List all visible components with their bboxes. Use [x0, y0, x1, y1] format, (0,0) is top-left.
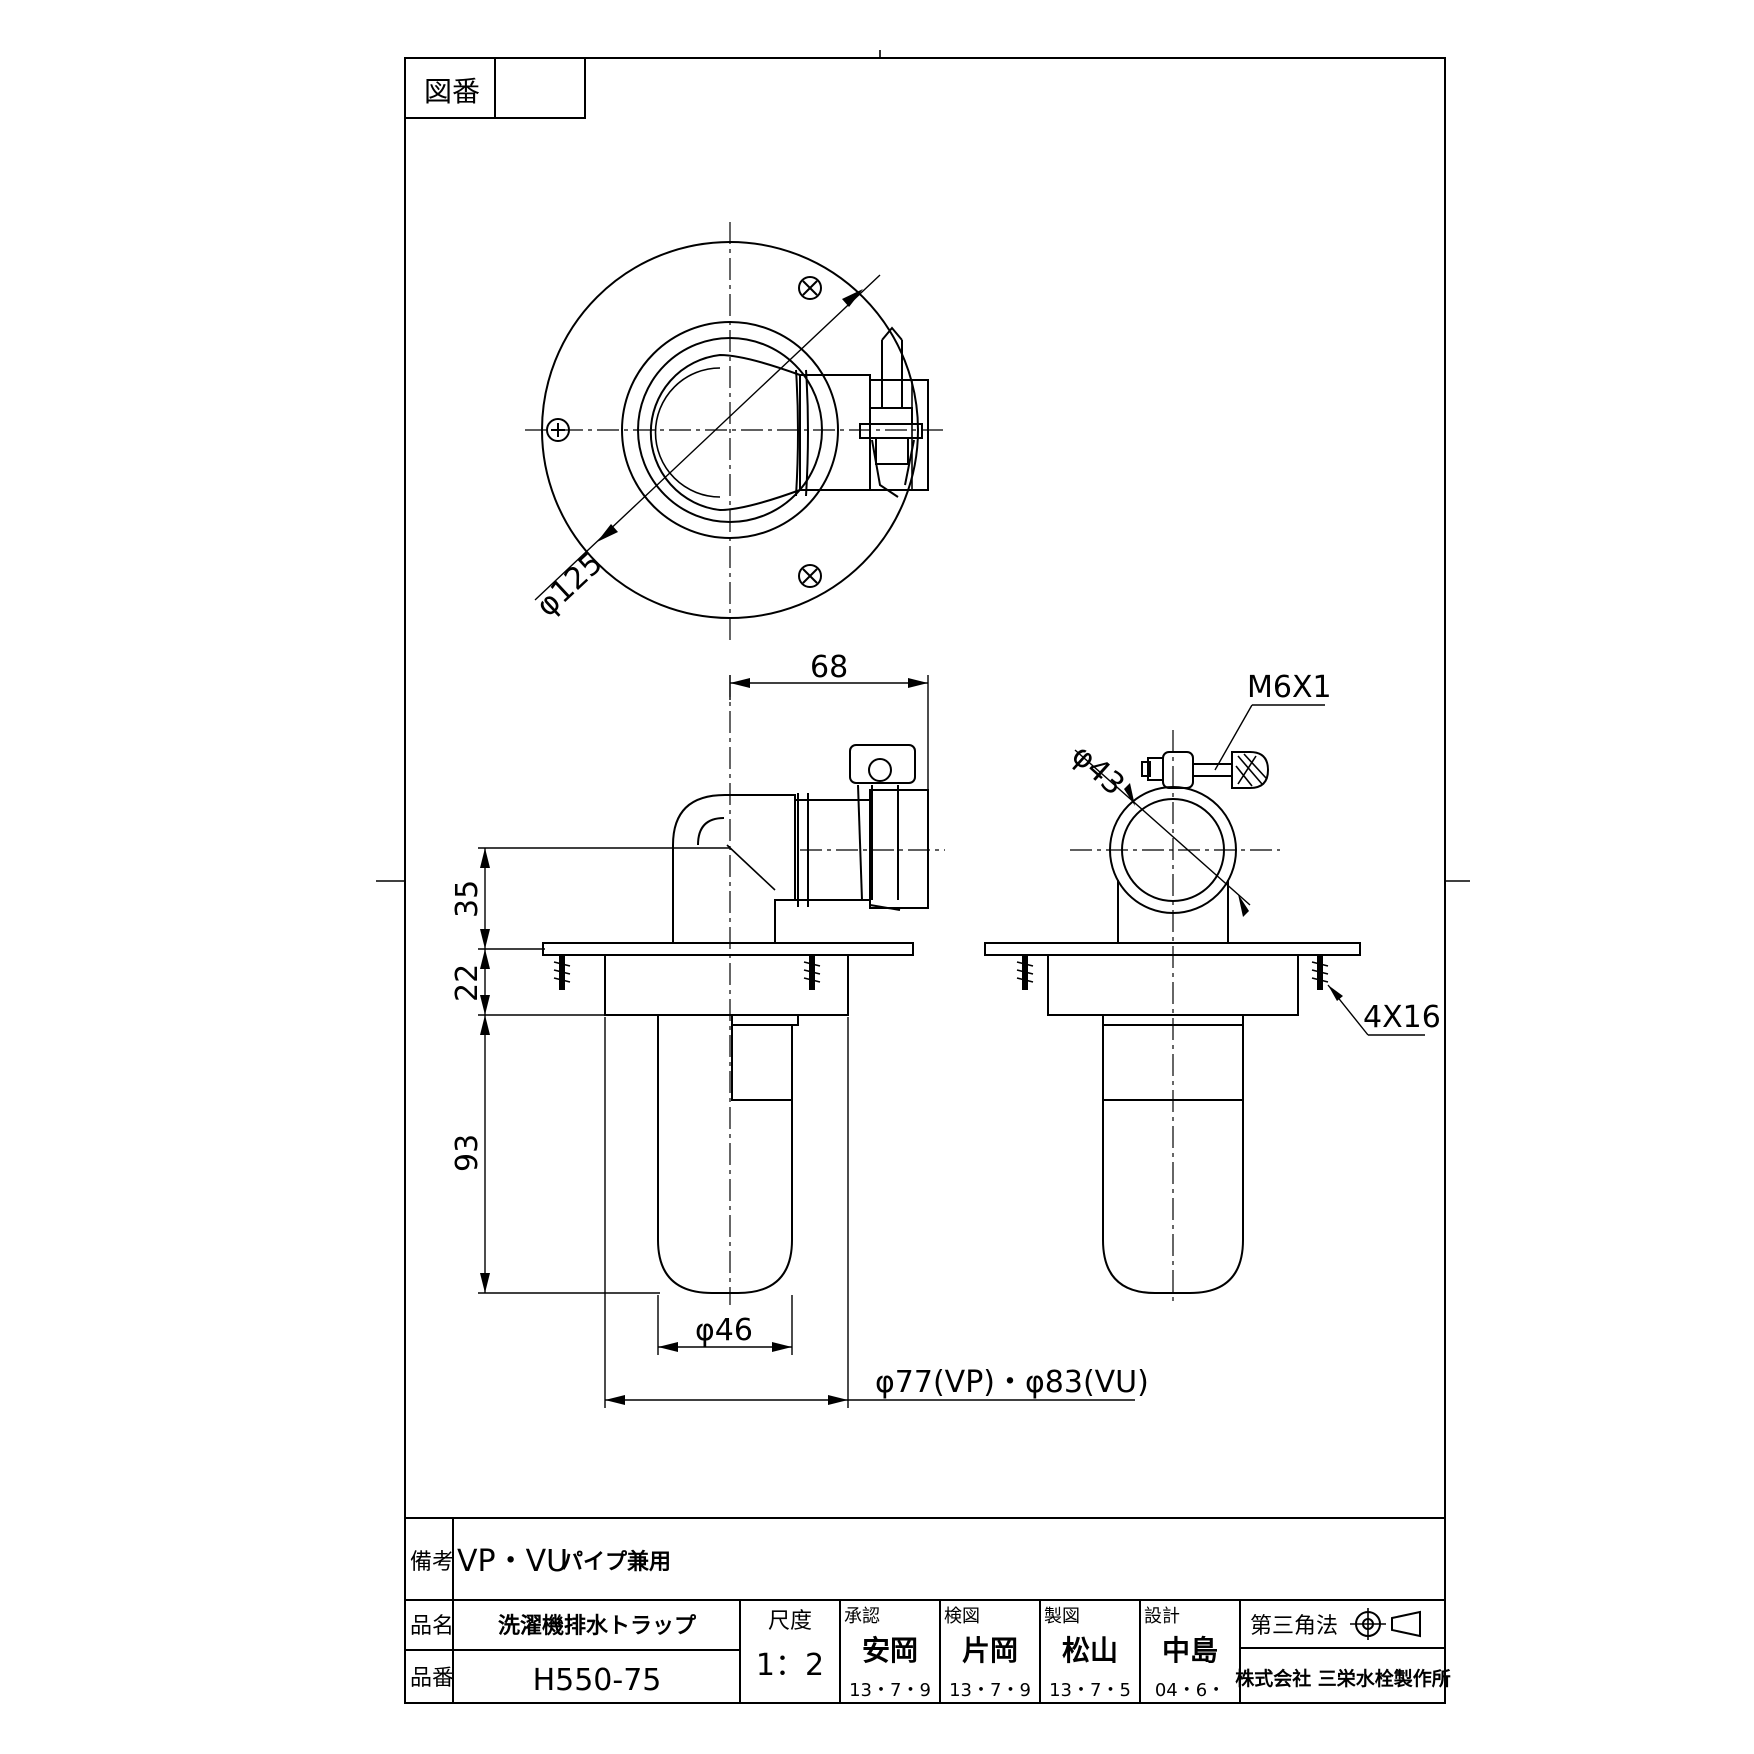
product-name: 洗濯機排水トラップ — [498, 1614, 697, 1639]
name-label: 品名 — [410, 1614, 454, 1639]
approval-name: 安岡 — [862, 1634, 918, 1667]
clamp-plan — [869, 407, 913, 425]
screw-icon — [798, 564, 822, 588]
remarks-label: 備考 — [410, 1550, 454, 1575]
screw-icon — [1016, 955, 1034, 990]
third-angle-projection-icon — [1350, 1608, 1421, 1640]
screw-icon — [1311, 955, 1329, 990]
elbow-side — [672, 794, 796, 943]
projection-label: 第三角法 — [1250, 1614, 1338, 1639]
side-view: φ43 M6X1 4X16 — [984, 670, 1441, 1305]
sheet-border — [404, 57, 1446, 1704]
front-view: 68 35 22 93 φ46 φ77(VP)・φ83(VU) — [450, 650, 1149, 1408]
screw-icon — [798, 276, 822, 300]
side-cup — [1047, 955, 1299, 1016]
part-label: 品番 — [410, 1666, 454, 1691]
screw-label: 4X16 — [1363, 1000, 1441, 1035]
drawing-number-box: 図番 — [404, 57, 586, 119]
screw-icon — [803, 955, 821, 990]
drafter-name: 松山 — [1062, 1634, 1118, 1667]
approval-date: 13・7・9 — [849, 1680, 931, 1701]
scale-label: 尺度 — [768, 1609, 812, 1634]
title-block: 備考 VP・VU パイプ兼用 品名 洗濯機排水トラップ 品番 H550-75 尺… — [405, 1517, 1451, 1703]
height-trap-label: 93 — [450, 1134, 485, 1172]
height-upper-label: 35 — [450, 880, 485, 918]
drafter-date: 13・7・5 — [1049, 1680, 1131, 1701]
scale-value: 1：2 — [756, 1648, 824, 1683]
check-date: 13・7・9 — [949, 1680, 1031, 1701]
designer-name: 中島 — [1162, 1634, 1218, 1667]
flange-diameter-line — [534, 274, 881, 601]
pipe-diameter-label: φ77(VP)・φ83(VU) — [875, 1365, 1149, 1400]
screw-icon — [546, 418, 570, 442]
approval-label: 承認 — [844, 1606, 880, 1627]
drawing-number-label: 図番 — [424, 75, 480, 108]
elbow-plan — [649, 353, 801, 512]
check-label: 検図 — [944, 1606, 980, 1627]
trap-cup — [604, 955, 849, 1016]
designer-date: 04・6・ — [1155, 1680, 1225, 1701]
designer-label: 設計 — [1144, 1606, 1180, 1627]
flange-diameter-label: φ125 — [530, 546, 610, 624]
bolt-label: M6X1 — [1247, 670, 1332, 705]
check-name: 片岡 — [962, 1634, 1018, 1667]
height-flange-label: 22 — [450, 964, 485, 1002]
trap-diameter-label: φ46 — [695, 1313, 753, 1348]
outlet-spigot-plan — [869, 379, 929, 491]
remarks-suffix: パイプ兼用 — [561, 1549, 671, 1575]
flange-side — [542, 942, 914, 956]
top-view: φ125 — [525, 222, 945, 640]
clamp-side — [849, 744, 916, 784]
trap-body — [657, 1015, 799, 1294]
company-name: 株式会社 三栄水栓製作所 — [1235, 1667, 1451, 1690]
clamp-bolt — [1162, 751, 1194, 789]
hose-diameter-label: φ43 — [1065, 738, 1131, 803]
drafter-label: 製図 — [1044, 1606, 1080, 1627]
side-neck — [1117, 880, 1229, 943]
outlet-offset-label: 68 — [810, 650, 848, 685]
part-number: H550-75 — [533, 1663, 662, 1698]
screw-icon — [553, 955, 571, 990]
wing-nut-icon — [1231, 751, 1270, 789]
side-trap-body — [1102, 1015, 1244, 1294]
remarks-prefix: VP・VU — [457, 1544, 568, 1579]
